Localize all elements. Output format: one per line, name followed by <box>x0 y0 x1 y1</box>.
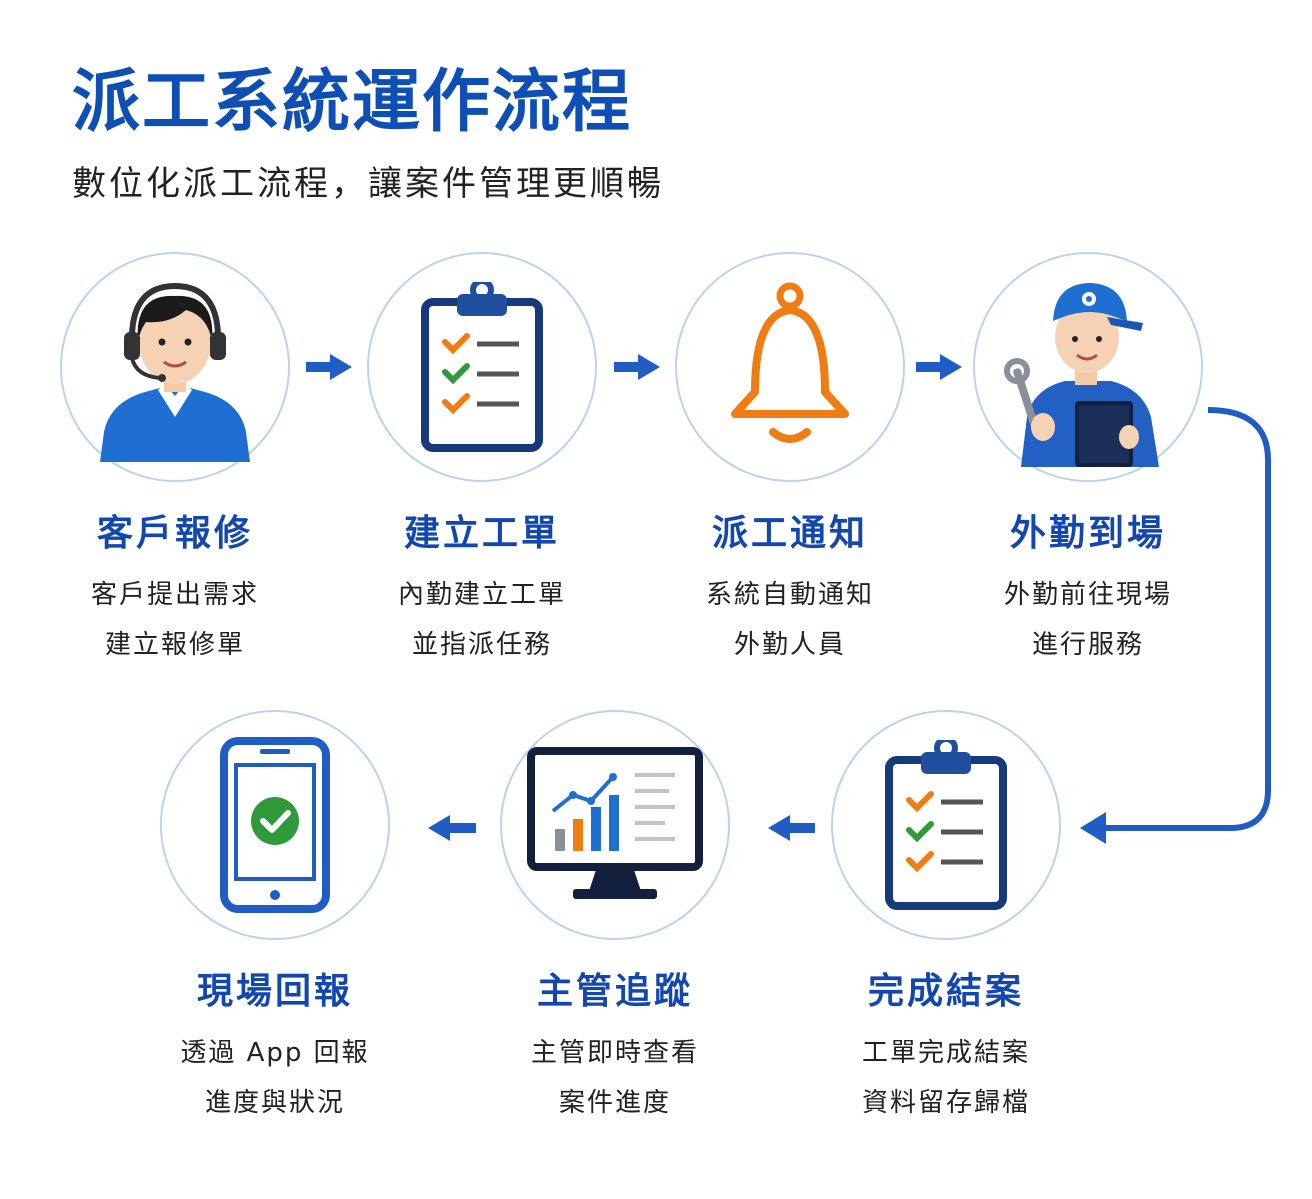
step-desc-line: 客戶提出需求 <box>90 580 259 610</box>
step-manager-tracking: 主管追蹤 主管即時查看 案件進度 <box>455 710 775 1116</box>
step-desc-line: 系統自動通知 <box>705 580 874 610</box>
arrow-right-icon <box>916 354 962 380</box>
step-title: 主管追蹤 <box>536 971 693 1012</box>
step-title: 建立工單 <box>403 513 560 554</box>
clipboard-checklist-icon <box>421 282 543 452</box>
step-desc-line: 工單完成結案 <box>861 1038 1030 1068</box>
step-desc-line: 進度與狀況 <box>204 1088 345 1118</box>
step-circle <box>60 252 290 482</box>
step-desc-line: 外勤人員 <box>733 630 846 660</box>
step-title: 客戶報修 <box>96 513 253 554</box>
step-desc-line: 外勤前往現場 <box>1003 580 1172 610</box>
clipboard-checklist-icon <box>885 740 1007 910</box>
step-desc-line: 建立報修單 <box>104 630 245 660</box>
step-customer-report: 客戶報修 客戶提出需求 建立報修單 <box>15 252 335 658</box>
connector-arrow-icon <box>1080 407 1271 844</box>
step-desc-line: 案件進度 <box>558 1088 671 1118</box>
mobile-check-icon <box>220 737 330 913</box>
step-desc-line: 主管即時查看 <box>530 1038 699 1068</box>
arrow-left-icon <box>768 815 815 841</box>
page-subtitle: 數位化派工流程，讓案件管理更順暢 <box>72 164 664 204</box>
field-technician-icon <box>1004 283 1159 467</box>
step-desc-line: 進行服務 <box>1031 630 1144 660</box>
step-dispatch-notice: 派工通知 系統自動通知 外勤人員 <box>630 252 950 658</box>
step-circle <box>160 710 390 940</box>
customer-service-agent-icon <box>100 282 250 462</box>
step-desc-line: 內勤建立工單 <box>397 580 566 610</box>
step-desc-line: 並指派任務 <box>411 630 552 660</box>
step-title: 外勤到場 <box>1009 513 1166 554</box>
step-circle <box>831 710 1061 940</box>
bell-icon <box>731 282 849 443</box>
arrow-right-icon <box>614 354 660 380</box>
step-desc-line: 資料留存歸檔 <box>861 1088 1030 1118</box>
step-case-closed: 完成結案 工單完成結案 資料留存歸檔 <box>786 710 1106 1116</box>
step-title: 完成結案 <box>867 971 1024 1012</box>
arrow-right-icon <box>306 354 352 380</box>
step-desc-line: 透過 App 回報 <box>180 1038 370 1068</box>
monitor-chart-icon <box>527 747 703 899</box>
arrow-left-icon <box>428 815 476 841</box>
page-title: 派工系統運作流程 <box>72 63 633 142</box>
step-circle <box>675 252 905 482</box>
step-create-work-order: 建立工單 內勤建立工單 並指派任務 <box>322 252 642 658</box>
step-circle <box>973 252 1203 482</box>
step-field-arrival: 外勤到場 外勤前往現場 進行服務 <box>928 252 1248 658</box>
step-circle <box>367 252 597 482</box>
step-field-report: 現場回報 透過 App 回報 進度與狀況 <box>115 710 435 1116</box>
step-title: 現場回報 <box>196 971 353 1012</box>
step-title: 派工通知 <box>711 513 868 554</box>
step-circle <box>500 710 730 940</box>
